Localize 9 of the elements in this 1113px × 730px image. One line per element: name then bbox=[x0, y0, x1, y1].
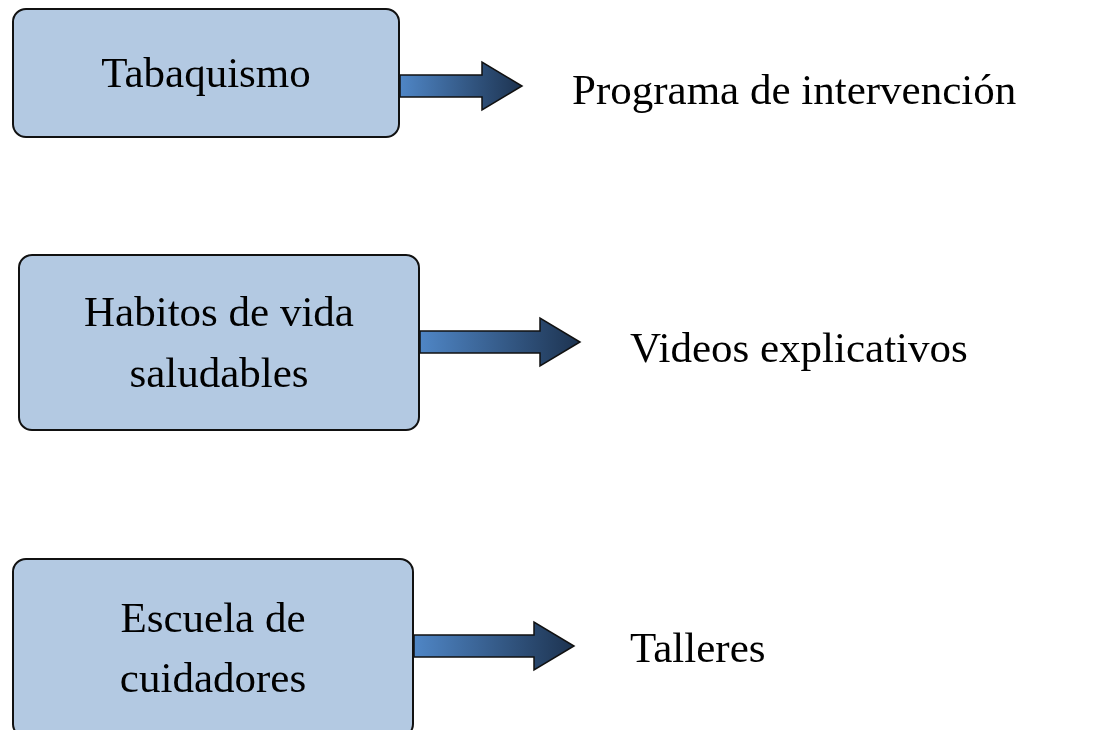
outcome-text: Programa de intervención bbox=[524, 48, 1113, 132]
block-arrow bbox=[419, 316, 582, 368]
block-arrow bbox=[399, 60, 524, 112]
topic-box: Habitos de vida saludables bbox=[18, 254, 420, 431]
outcome-text: Talleres bbox=[576, 606, 826, 690]
outcome-text: Videos explicativos bbox=[582, 306, 1042, 390]
block-arrow bbox=[413, 620, 576, 672]
topic-box: Tabaquismo bbox=[12, 8, 400, 138]
topic-box: Escuela de cuidadores bbox=[12, 558, 414, 730]
